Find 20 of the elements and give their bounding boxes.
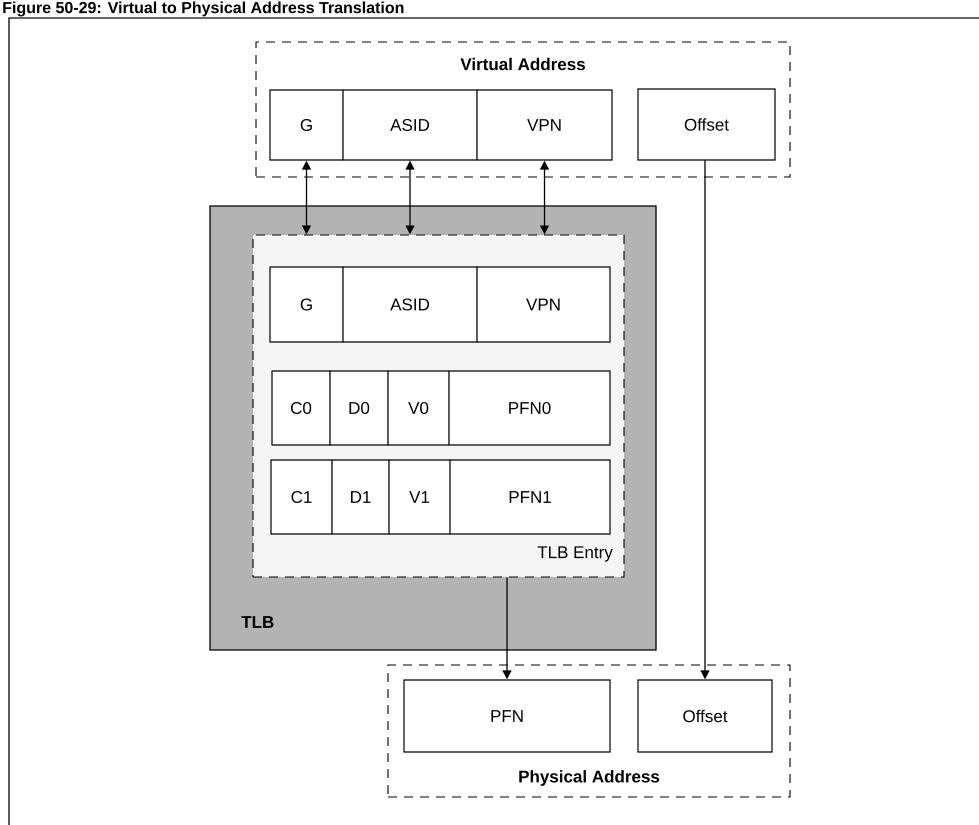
figure-title: Figure 50-29: Virtual to Physical Address Translation	[3, 2, 404, 16]
field-cell: Offset	[637, 679, 773, 753]
group-heading: TLB Entry	[538, 546, 613, 562]
field-cell: VPN	[476, 266, 611, 343]
field-cell: ASID	[342, 89, 478, 161]
field-cell: Offset	[637, 88, 776, 161]
group-heading: Physical Address	[519, 770, 660, 786]
field-cell: VPN	[476, 89, 613, 161]
field-cell: D1	[331, 459, 390, 535]
field-cell: V0	[387, 370, 450, 446]
field-cell: V1	[388, 459, 451, 535]
field-cell: G	[269, 266, 344, 343]
field-cell: C1	[270, 459, 333, 535]
field-cell: G	[269, 89, 344, 161]
field-cell: PFN	[403, 679, 611, 753]
field-cell: C0	[271, 370, 331, 446]
group-heading: TLB	[241, 616, 274, 628]
field-cell: ASID	[342, 266, 478, 343]
group-heading: Virtual Address	[460, 58, 585, 70]
field-cell: D0	[329, 370, 389, 446]
